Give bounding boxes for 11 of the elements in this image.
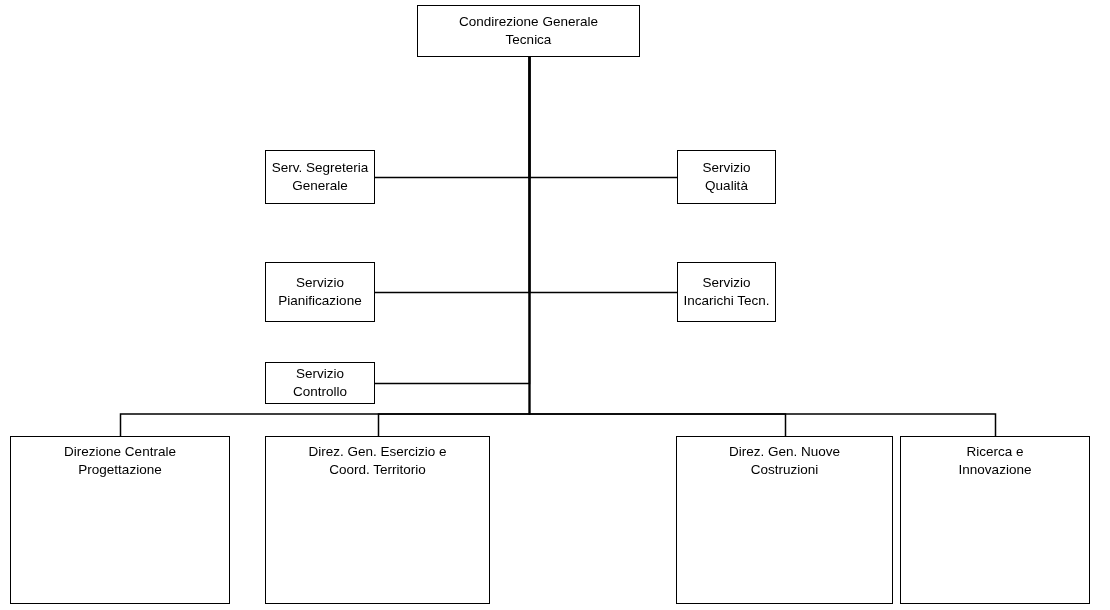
org-unit-box: Servizio Controllo bbox=[265, 362, 375, 404]
org-unit-box: Condirezione Generale Tecnica bbox=[417, 5, 640, 57]
department-box: Direzione Centrale Progettazione bbox=[10, 436, 230, 604]
connector-line bbox=[528, 56, 997, 437]
org-unit-box: Servizio Pianificazione bbox=[265, 262, 375, 322]
org-unit-box: Serv. Segreteria Generale bbox=[265, 150, 375, 204]
department-box: Direz. Gen. Esercizio e Coord. Territorio bbox=[265, 436, 490, 604]
department-box: Ricerca e Innovazione bbox=[900, 436, 1090, 604]
org-unit-box: Servizio Incarichi Tecn. bbox=[677, 262, 776, 322]
department-box: Direz. Gen. Nuove Costruzioni bbox=[676, 436, 893, 604]
org-unit-box: Servizio Qualità bbox=[677, 150, 776, 204]
